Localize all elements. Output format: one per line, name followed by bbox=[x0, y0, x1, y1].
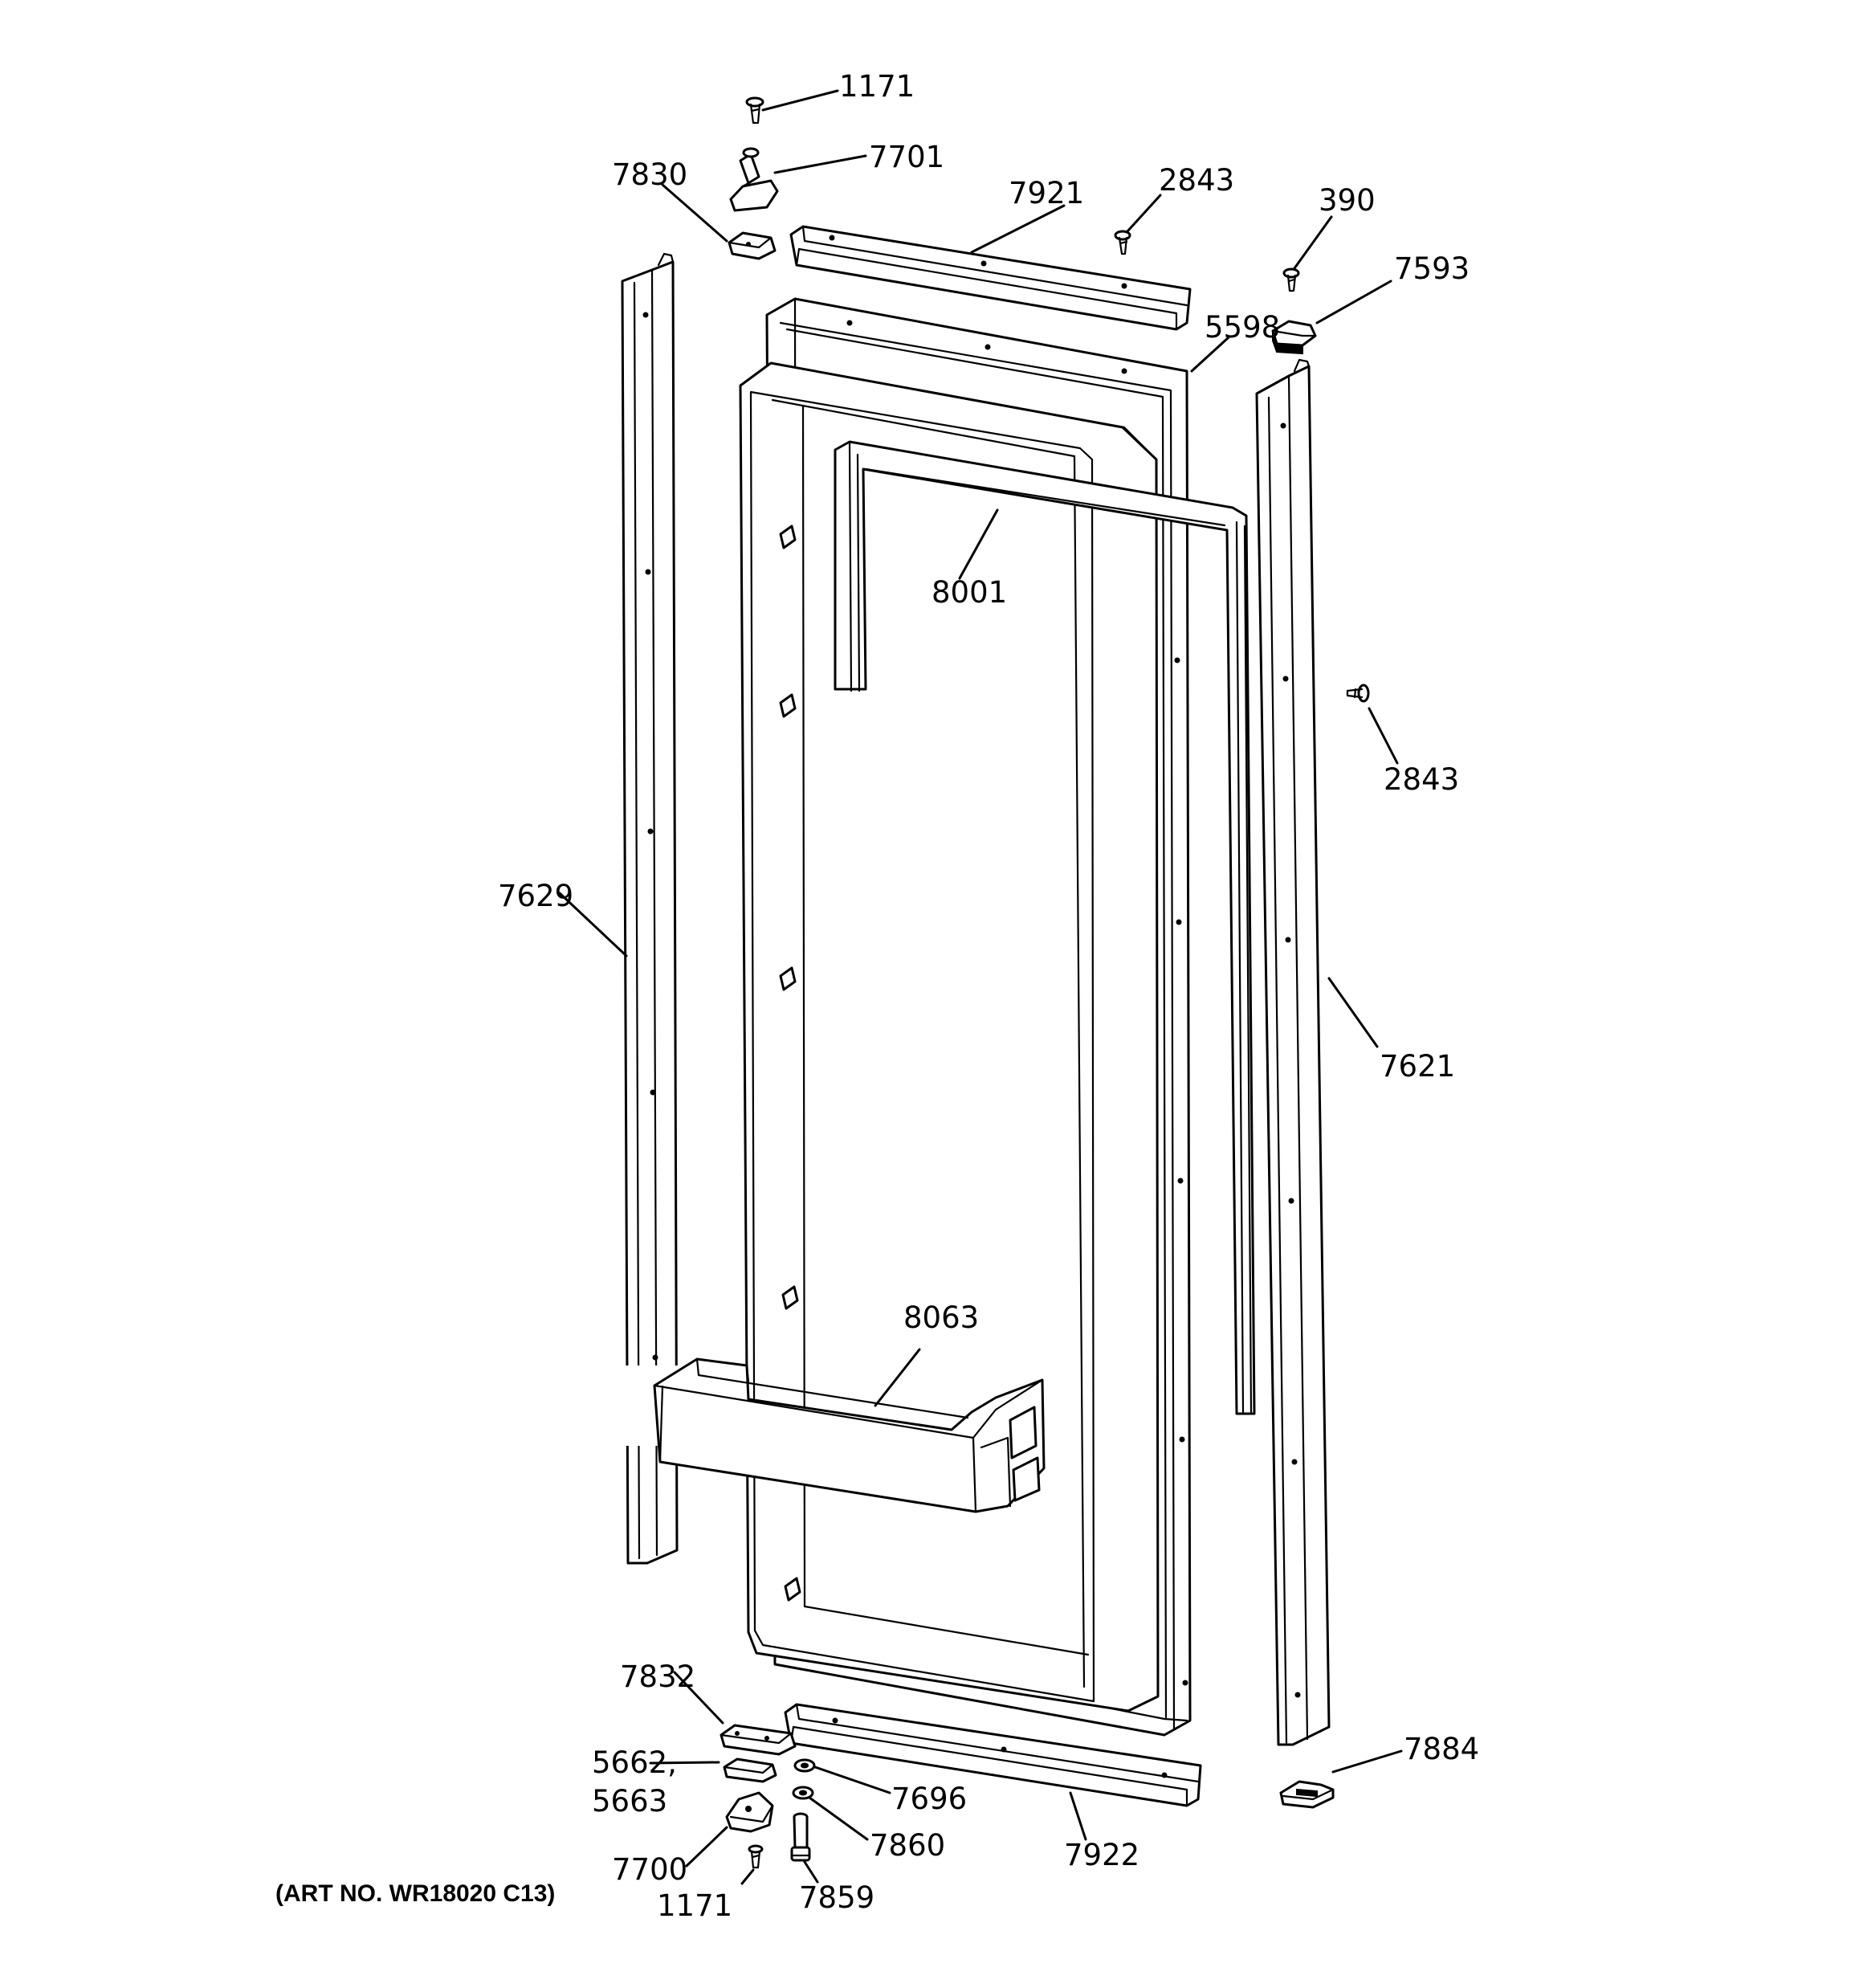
callout-390: 390 bbox=[1319, 183, 1376, 218]
door-gasket-8001 bbox=[834, 440, 1256, 1415]
callout-7701: 7701 bbox=[869, 140, 944, 174]
leader-lines bbox=[558, 89, 1403, 1885]
washer-7860 bbox=[792, 1786, 814, 1800]
callout-5598: 5598 bbox=[1205, 310, 1280, 345]
callout-7859: 7859 bbox=[799, 1880, 874, 1915]
callout-7830: 7830 bbox=[612, 157, 687, 192]
screw-2843-top bbox=[1114, 230, 1131, 255]
callout-5662: 5662, bbox=[592, 1745, 677, 1780]
callout-8001: 8001 bbox=[932, 575, 1007, 610]
callout-5663: 5663 bbox=[592, 1784, 667, 1819]
top-cap-7921 bbox=[789, 225, 1192, 331]
left-trim-strip-7629 bbox=[610, 252, 691, 1565]
screw-2843-right bbox=[1346, 684, 1370, 703]
callout-1171-bottom: 1171 bbox=[657, 1888, 732, 1923]
right-trim-strip-7621 bbox=[1255, 358, 1331, 1746]
screw-390 bbox=[1282, 267, 1300, 292]
callout-7593: 7593 bbox=[1394, 251, 1470, 286]
callout-2843-top: 2843 bbox=[1159, 163, 1234, 198]
callout-8063: 8063 bbox=[903, 1300, 979, 1335]
callout-1171-top: 1171 bbox=[839, 69, 915, 104]
art-number: (ART NO. WR18020 C13) bbox=[275, 1880, 555, 1907]
callout-7621: 7621 bbox=[1380, 1049, 1455, 1084]
bushing-7830 bbox=[728, 231, 777, 260]
callout-7921: 7921 bbox=[1009, 176, 1084, 210]
shim-5662-5663 bbox=[723, 1757, 777, 1783]
callout-7629: 7629 bbox=[498, 879, 573, 913]
callout-7700: 7700 bbox=[612, 1852, 687, 1887]
washer-7696 bbox=[793, 1758, 816, 1773]
hinge-bracket-7701 bbox=[729, 147, 779, 212]
bottom-cap-7884 bbox=[1279, 1780, 1335, 1809]
screw-1171-bottom bbox=[748, 1844, 764, 1869]
callout-7922: 7922 bbox=[1064, 1838, 1139, 1872]
callout-7832: 7832 bbox=[620, 1659, 695, 1694]
hinge-cap-7593 bbox=[1271, 320, 1317, 355]
callout-7696: 7696 bbox=[891, 1782, 967, 1816]
callout-7884: 7884 bbox=[1404, 1732, 1479, 1766]
callout-2843-right: 2843 bbox=[1384, 762, 1459, 797]
screw-1171-top bbox=[745, 96, 764, 125]
callout-labels: 1171 7701 7830 7921 2843 390 7593 5598 8… bbox=[275, 69, 1479, 1923]
bushing-7832 bbox=[720, 1724, 797, 1756]
shelf-clips bbox=[779, 525, 801, 1602]
inner-door-liner bbox=[739, 361, 1160, 1712]
callout-7860: 7860 bbox=[870, 1828, 945, 1863]
hinge-pin-7859 bbox=[790, 1812, 811, 1862]
hinge-bracket-7700 bbox=[725, 1791, 774, 1833]
